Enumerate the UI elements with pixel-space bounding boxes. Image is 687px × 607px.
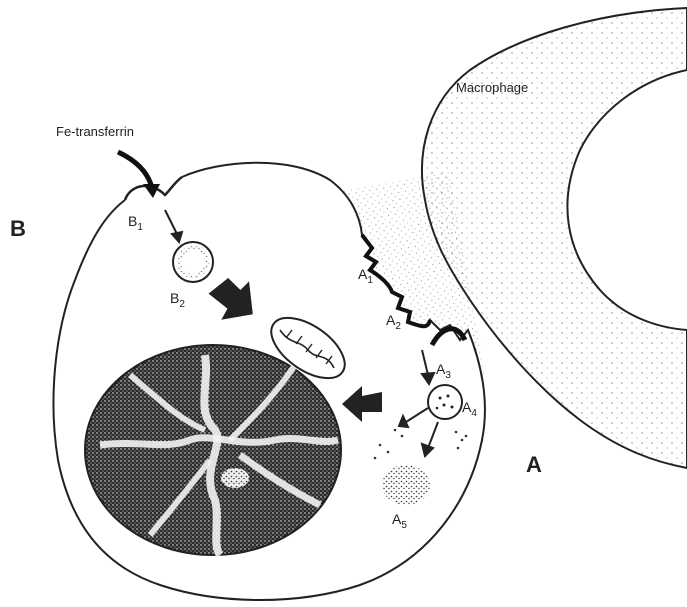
erythroblast-nucleus — [85, 345, 341, 555]
label-fe-transferrin: Fe-transferrin — [56, 124, 134, 139]
label-macrophage: Macrophage — [456, 80, 528, 95]
vesicle-b2 — [173, 242, 213, 282]
fe-transferrin-arrow — [118, 152, 160, 198]
ferritin-aggregate-a5 — [382, 465, 430, 505]
label-panel-b: B — [10, 216, 26, 241]
vesicle-a4 — [428, 385, 462, 419]
label-panel-a: A — [526, 452, 542, 477]
